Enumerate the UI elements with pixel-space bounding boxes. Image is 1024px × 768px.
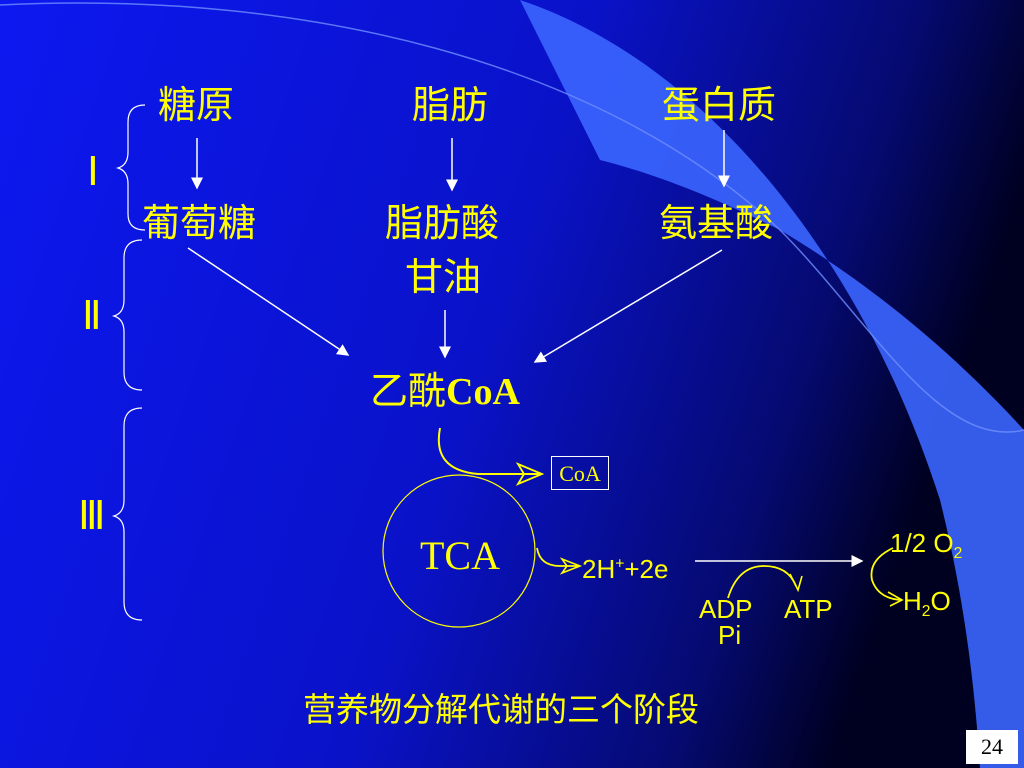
arrowhead-coa [515, 462, 545, 486]
hydrogen-suffix: +2e [624, 554, 669, 584]
node-amino-acid: 氨基酸 [659, 201, 774, 245]
node-glycerol: 甘油 [405, 255, 482, 299]
stage-label-two: Ⅱ [82, 293, 102, 338]
arrowhead-atp [789, 573, 803, 593]
node-protein: 蛋白质 [662, 83, 777, 127]
node-glycogen: 糖原 [158, 83, 235, 127]
background-curve-line [0, 2, 1024, 433]
node-coa-released: CoA [551, 456, 609, 490]
tca-cycle-circle [382, 474, 536, 628]
node-tca: TCA [420, 533, 500, 578]
node-fat: 脂肪 [412, 83, 489, 127]
arrow-oxygen-water [870, 547, 901, 601]
node-acetyl-coa: 乙酰CoA [370, 372, 520, 411]
bracket-stage-two [111, 239, 143, 391]
node-hydrogen-electrons: 2H++2e [582, 556, 668, 582]
arrowhead-hydrogen [559, 557, 583, 575]
node-glucose: 葡萄糖 [142, 201, 257, 245]
water-sub: 2 [921, 603, 931, 621]
arrow-tca-hydrogen [536, 547, 578, 567]
water-o: O [930, 586, 951, 616]
arrow-aminoacid-acetylcoa [533, 249, 723, 363]
node-water: H2O [903, 588, 951, 620]
node-atp: ATP [784, 594, 833, 624]
acetyl-suffix: CoA [446, 371, 520, 413]
hydrogen-sup: + [615, 555, 625, 573]
background-swoosh [520, 0, 1024, 768]
oxygen-sub: 2 [953, 545, 963, 563]
oxygen-half: 1/2 [890, 528, 927, 558]
bracket-stage-three [111, 407, 143, 621]
slide-caption: 营养物分解代谢的三个阶段 [303, 690, 699, 729]
stage-label-one: Ⅰ [87, 149, 99, 194]
node-fatty-acid: 脂肪酸 [385, 201, 500, 245]
oxygen-o: O [933, 528, 954, 558]
water-h: H [903, 586, 922, 616]
acetyl-prefix: 乙酰 [370, 369, 447, 413]
node-adp: ADP [699, 594, 753, 624]
hydrogen-prefix: 2H [582, 554, 616, 584]
arrowhead-water [887, 591, 904, 607]
bracket-stage-one [115, 104, 146, 231]
arrow-coa-release [437, 427, 542, 475]
arrow-glucose-acetylcoa [187, 247, 350, 356]
arrow-adp-atp [727, 565, 797, 599]
node-oxygen: 1/2 O2 [890, 530, 962, 562]
page-number: 24 [966, 730, 1018, 764]
stage-label-three: Ⅲ [78, 493, 106, 538]
node-pi: Pi [718, 620, 742, 650]
